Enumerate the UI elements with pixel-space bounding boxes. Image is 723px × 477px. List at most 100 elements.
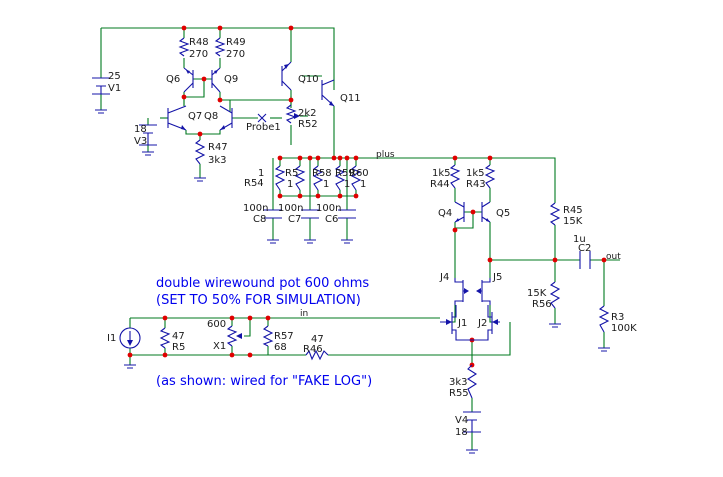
jfet-J5 bbox=[476, 278, 491, 305]
note-line-2: (SET TO 50% FOR SIMULATION) bbox=[156, 293, 361, 308]
label-Q6: Q6 bbox=[166, 74, 180, 85]
label-R55-value: 3k3 bbox=[449, 377, 468, 388]
label-R60-ref: R60 bbox=[349, 168, 369, 179]
resistor-R46 bbox=[305, 349, 329, 361]
label-Q4: Q4 bbox=[438, 208, 452, 219]
label-R5x-ref: R5 bbox=[285, 168, 298, 179]
label-V4-value: 18 bbox=[455, 427, 468, 438]
label-Q11: Q11 bbox=[340, 93, 361, 104]
label-V1-ref: V1 bbox=[108, 83, 121, 94]
transistor-Q9 bbox=[211, 67, 221, 93]
label-probe: Probe1 bbox=[246, 122, 281, 133]
label-R43-ref: R43 bbox=[466, 179, 486, 190]
label-V3-ref: V3 bbox=[134, 136, 147, 147]
label-V1-value: 25 bbox=[108, 71, 121, 82]
net-label-out: out bbox=[606, 252, 621, 262]
label-J2: J2 bbox=[477, 318, 487, 329]
label-R55-ref: R55 bbox=[449, 388, 469, 399]
label-V4-ref: V4 bbox=[455, 415, 468, 426]
label-Q5: Q5 bbox=[496, 208, 510, 219]
resistor-R60 bbox=[350, 165, 362, 191]
label-I1: I1 bbox=[107, 333, 116, 344]
label-R45-ref: R45 bbox=[563, 205, 583, 216]
resistor-R56 bbox=[549, 281, 561, 309]
voltage-source-V4 bbox=[463, 411, 481, 433]
capacitor-C7 bbox=[301, 209, 319, 219]
resistor-R3 bbox=[598, 305, 610, 333]
label-C7-ref: C7 bbox=[288, 214, 301, 225]
capacitor-C2 bbox=[579, 251, 591, 269]
label-C8-ref: C8 bbox=[253, 214, 266, 225]
label-R59-value: 1 bbox=[344, 179, 350, 190]
label-R3-ref: R3 bbox=[611, 312, 624, 323]
resistor-R49 bbox=[214, 37, 226, 57]
label-R5-value: 47 bbox=[172, 331, 185, 342]
label-R59-ref: R59 bbox=[335, 168, 355, 179]
label-R48-ref: R48 bbox=[189, 37, 209, 48]
label-R44-ref: R44 bbox=[430, 179, 450, 190]
resistor-R52 bbox=[285, 104, 300, 124]
label-C7-value: 100n bbox=[278, 203, 303, 214]
resistor-R55 bbox=[466, 364, 478, 399]
label-R52-value: 2k2 bbox=[298, 108, 317, 119]
probe-marker bbox=[257, 113, 267, 123]
resistor-R54 bbox=[274, 165, 286, 191]
label-X1-ref: X1 bbox=[213, 341, 226, 352]
note-line-1: double wirewound pot 600 ohms bbox=[156, 276, 369, 291]
label-J1: J1 bbox=[457, 318, 467, 329]
label-J4: J4 bbox=[439, 272, 449, 283]
label-R5x-value: 1 bbox=[287, 179, 293, 190]
label-R54-ref: R54 bbox=[244, 178, 264, 189]
label-C6-ref: C6 bbox=[325, 214, 338, 225]
label-R48-value: 270 bbox=[189, 49, 208, 60]
label-R46-value: 47 bbox=[311, 334, 324, 345]
resistor-R57 bbox=[262, 325, 274, 347]
potentiometer-X1 bbox=[226, 325, 242, 347]
label-C8-value: 100n bbox=[243, 203, 268, 214]
label-R45-value: 15K bbox=[563, 216, 583, 227]
capacitor-C8 bbox=[264, 209, 282, 219]
label-J5: J5 bbox=[492, 272, 502, 283]
note-line-3: (as shown: wired for "FAKE LOG") bbox=[156, 374, 372, 389]
resistor-R58 bbox=[312, 165, 324, 191]
transistor-Q6 bbox=[183, 67, 194, 93]
label-R54-value: 1 bbox=[258, 168, 264, 179]
transistor-Q10 bbox=[281, 61, 292, 91]
jfet-J1 bbox=[440, 305, 472, 341]
label-R52-ref: R52 bbox=[298, 119, 318, 130]
resistor-R5 bbox=[159, 327, 171, 349]
transistor-Q11 bbox=[321, 79, 335, 107]
resistor-R43 bbox=[484, 164, 496, 189]
label-V3-value: 18 bbox=[134, 124, 147, 135]
resistor-R47 bbox=[194, 139, 206, 165]
voltage-source-V3 bbox=[139, 124, 157, 146]
label-Q10: Q10 bbox=[298, 74, 319, 85]
transistor-Q7 bbox=[167, 105, 187, 131]
jfet-J4 bbox=[454, 278, 469, 305]
transistor-Q5 bbox=[481, 201, 491, 223]
label-Q9: Q9 bbox=[224, 74, 238, 85]
label-R44-value: 1k5 bbox=[432, 168, 451, 179]
voltage-source-V1 bbox=[92, 77, 110, 95]
label-R5-ref: R5 bbox=[172, 342, 185, 353]
junction-dots bbox=[127, 25, 607, 368]
current-source-I1 bbox=[119, 327, 141, 349]
transistor-Q4 bbox=[454, 201, 465, 223]
label-R56-ref: R56 bbox=[532, 299, 552, 310]
net-label-in: in bbox=[300, 309, 308, 319]
label-C2-ref: C2 bbox=[578, 243, 591, 254]
resistor-R5x bbox=[294, 165, 306, 191]
jfet-J2 bbox=[472, 305, 500, 341]
capacitor-C6 bbox=[338, 209, 356, 219]
label-X1-value: 600 bbox=[207, 319, 226, 330]
label-R43-value: 1k5 bbox=[466, 168, 485, 179]
resistor-R48 bbox=[178, 37, 190, 57]
label-R49-value: 270 bbox=[226, 49, 245, 60]
resistor-R44 bbox=[449, 164, 461, 189]
ground-symbols bbox=[95, 109, 610, 454]
transistor-Q8 bbox=[219, 105, 233, 131]
label-R58-value: 1 bbox=[323, 179, 329, 190]
label-R57-value: 68 bbox=[274, 342, 287, 353]
label-R60-value: 1 bbox=[360, 179, 366, 190]
